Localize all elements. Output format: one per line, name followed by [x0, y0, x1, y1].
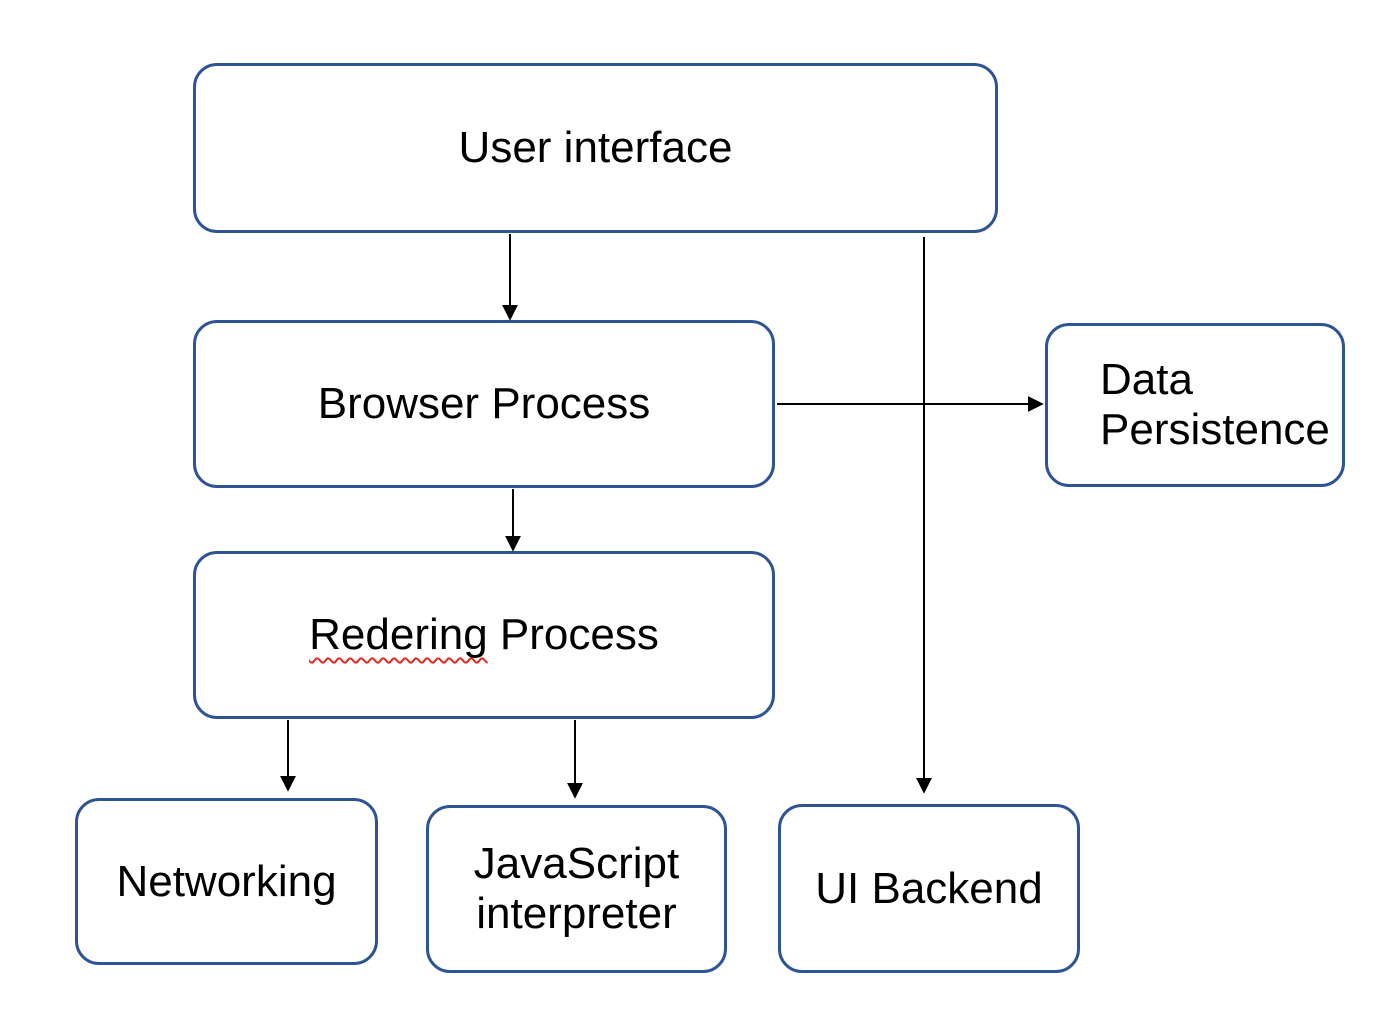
node-rendering-process-label-rest: Process: [487, 610, 659, 659]
node-javascript-interpreter-label: JavaScript interpreter: [473, 839, 680, 938]
node-javascript-interpreter[interactable]: JavaScript interpreter: [426, 805, 727, 973]
node-user-interface[interactable]: User interface: [193, 63, 998, 233]
node-data-persistence-label: Data Persistence: [1100, 355, 1330, 454]
node-browser-process-label: Browser Process: [317, 379, 651, 428]
node-ui-backend-label: UI Backend: [815, 863, 1043, 913]
node-data-persistence[interactable]: Data Persistence: [1045, 323, 1345, 487]
node-user-interface-label: User interface: [458, 123, 733, 172]
node-rendering-process-label: Redering Process: [309, 610, 659, 660]
node-browser-process[interactable]: Browser Process: [193, 320, 775, 488]
node-networking-label: Networking: [116, 856, 337, 906]
node-ui-backend[interactable]: UI Backend: [778, 804, 1080, 973]
misspelled-word: Redering: [309, 610, 488, 659]
node-networking[interactable]: Networking: [75, 798, 378, 965]
node-rendering-process[interactable]: Redering Process: [193, 551, 775, 719]
